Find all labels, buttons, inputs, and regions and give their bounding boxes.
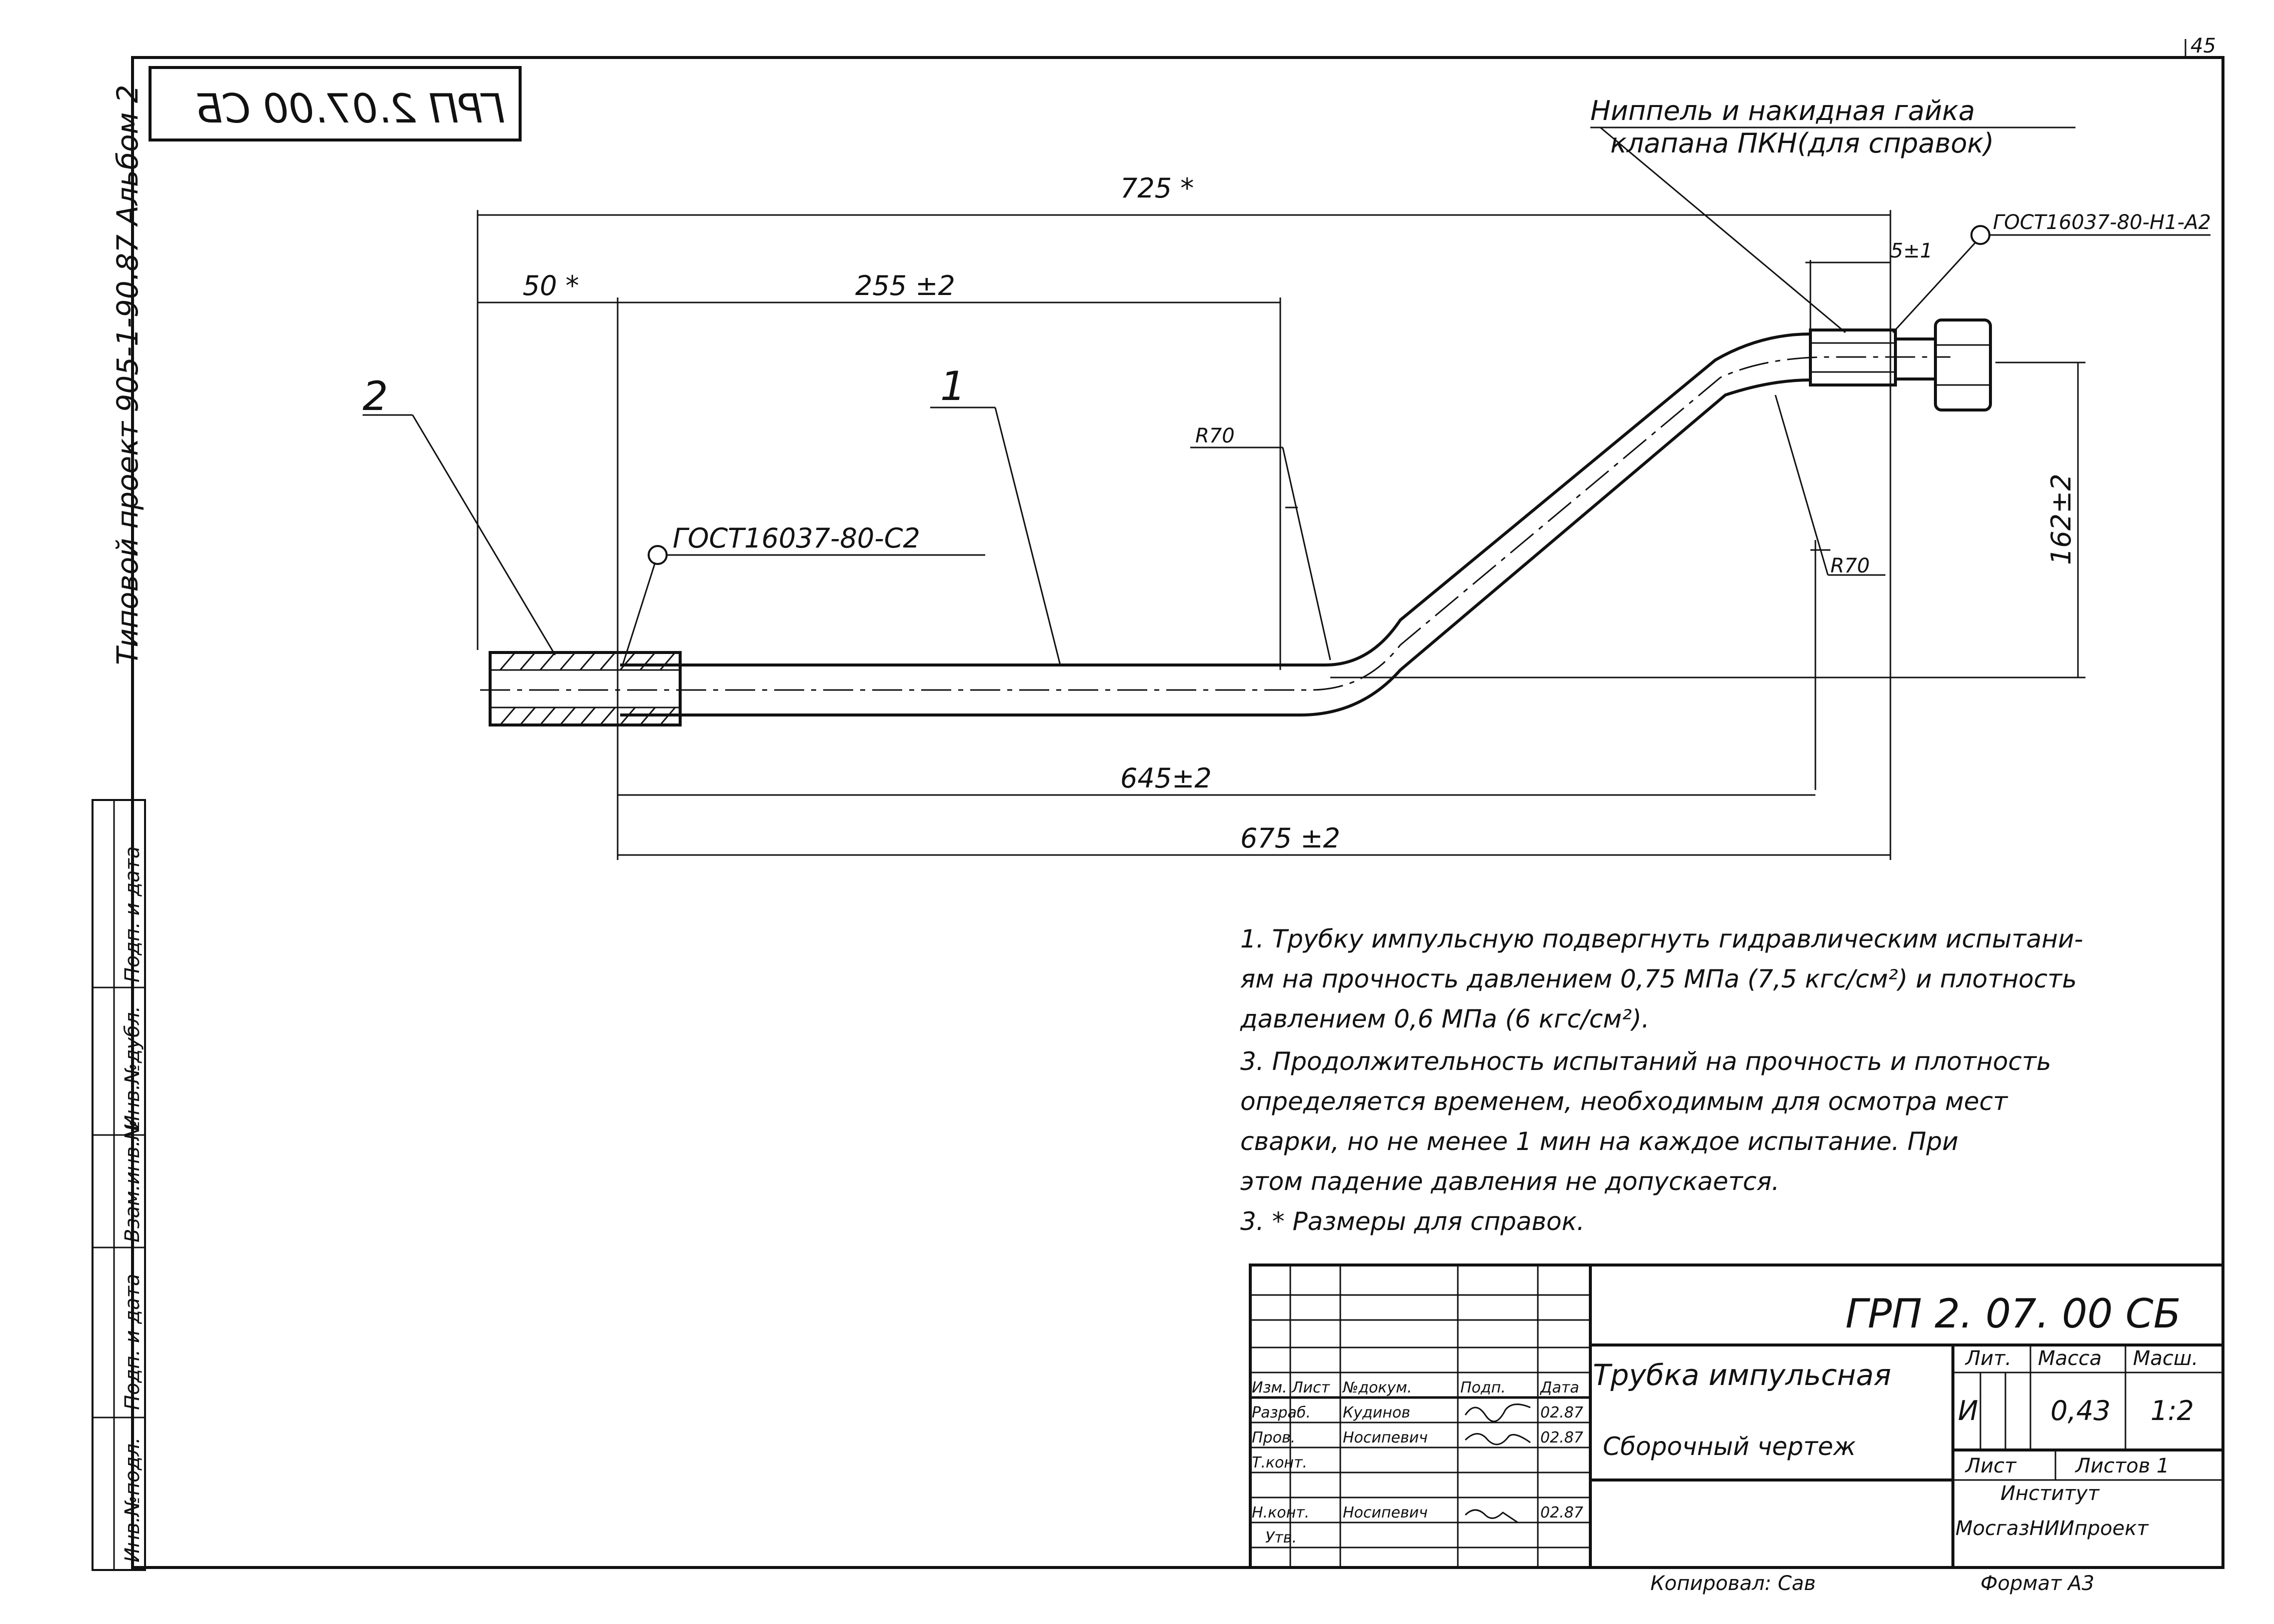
weld-right-label: ГОСТ16037-80-Н1-А2 bbox=[1993, 211, 2211, 234]
pipe-upper-edge bbox=[620, 332, 1811, 666]
role-prov: Пров. bbox=[1252, 1429, 1295, 1446]
role-nkont: Н.конт. bbox=[1252, 1504, 1309, 1522]
position-1: 1 bbox=[940, 363, 966, 410]
notes: 1. Трубку импульсную подвергнуть гидравл… bbox=[1240, 924, 2083, 1236]
dim-725: 725 * bbox=[1120, 172, 1194, 204]
format-label: Формат А3 bbox=[1980, 1572, 2094, 1595]
name-razrab: Кудинов bbox=[1343, 1404, 1410, 1422]
dim-675: 675 ±2 bbox=[1240, 822, 1340, 854]
pipe-centerline bbox=[480, 356, 1950, 691]
date-prov: 02.87 bbox=[1540, 1429, 1583, 1446]
side-col-1: Инв.№подл. bbox=[121, 1437, 144, 1562]
side-col-3: Взам.инв.№ bbox=[121, 1120, 144, 1242]
lit-value: И bbox=[1958, 1395, 1978, 1426]
dim-50: 50 * bbox=[523, 270, 579, 302]
note-line: 3. * Размеры для справок. bbox=[1240, 1207, 1585, 1236]
position-2: 2 bbox=[363, 373, 388, 420]
col-podp: Подп. bbox=[1460, 1379, 1506, 1396]
side-col-5: Подп. и дата bbox=[121, 846, 144, 982]
signature bbox=[1464, 1404, 1531, 1422]
dim-5: 5±1 bbox=[1890, 240, 1932, 262]
col-date: Дата bbox=[1539, 1379, 1579, 1396]
org-line-1: Институт bbox=[2000, 1482, 2100, 1505]
lit-label: Лит. bbox=[1964, 1347, 2011, 1370]
signature bbox=[1464, 1433, 1531, 1446]
side-project-label: Типовой проект 905-1-90.87 Альбом 2 bbox=[111, 84, 145, 665]
doc-name-1: Трубка импульсная bbox=[1593, 1358, 1891, 1392]
dim-r70-a: R70 bbox=[1195, 424, 1235, 448]
role-tkont: Т.конт. bbox=[1252, 1454, 1307, 1472]
col-izm: Изм. bbox=[1252, 1379, 1287, 1396]
nipple-callout-1: Ниппель и накидная гайка bbox=[1590, 95, 1975, 126]
page-number: 45 bbox=[2190, 34, 2216, 58]
note-line: 3. Продолжительность испытаний на прочно… bbox=[1240, 1047, 2051, 1076]
sheet-frame bbox=[131, 56, 2224, 1569]
doc-name-2: Сборочный чертеж bbox=[1603, 1432, 1856, 1461]
name-nkont: Носипевич bbox=[1343, 1504, 1428, 1522]
mass-value: 0,43 bbox=[2050, 1395, 2110, 1426]
dimensions bbox=[477, 210, 2085, 860]
signature bbox=[1464, 1509, 1518, 1524]
dim-r70-b: R70 bbox=[1830, 554, 1870, 578]
date-razrab: 02.87 bbox=[1540, 1404, 1583, 1422]
dim-162: 162±2 bbox=[2045, 474, 2077, 565]
org-line-2: МосгазНИИпроект bbox=[1955, 1517, 2149, 1540]
note-line: определяется временем, необходимым для о… bbox=[1240, 1087, 2008, 1116]
scale-value: 1:2 bbox=[2150, 1395, 2194, 1426]
doc-code: ГРП 2. 07. 00 СБ bbox=[1845, 1290, 2181, 1337]
nipple-callout-2: клапана ПКН(для справок) bbox=[1610, 128, 1994, 159]
nut-head bbox=[1934, 318, 1992, 412]
note-line: ям на прочность давлением 0,75 МПа (7,5 … bbox=[1240, 964, 2077, 994]
side-stamp: Инв.№подл. Подп. и дата Взам.инв.№ Инв.№… bbox=[92, 799, 146, 1571]
copied-by: Копировал: Сав bbox=[1650, 1572, 1816, 1595]
mirrored-code-box bbox=[149, 66, 522, 142]
mirrored-code: ГРП 2.07.00 СБ bbox=[195, 86, 505, 132]
weld-left-label: ГОСТ16037-80-С2 bbox=[673, 522, 920, 554]
pipe-lower-edge bbox=[620, 378, 1811, 716]
role-razrab: Разраб. bbox=[1252, 1404, 1311, 1422]
sheets-label: Листов 1 bbox=[2074, 1454, 2169, 1478]
scale-label: Масш. bbox=[2133, 1347, 2198, 1370]
sheet-label: Лист bbox=[1964, 1454, 2017, 1478]
nut-right bbox=[1894, 338, 1937, 380]
title-block bbox=[1249, 1264, 2224, 1569]
dim-645: 645±2 bbox=[1120, 762, 1212, 794]
pipe-drawing bbox=[480, 318, 1992, 726]
col-list: Лист bbox=[1291, 1379, 1331, 1396]
role-utv: Утв. bbox=[1265, 1529, 1297, 1546]
note-line: этом падение давления не допускается. bbox=[1240, 1167, 1779, 1196]
side-col-4: Инв.№дубл. bbox=[121, 1006, 144, 1130]
note-line: 1. Трубку импульсную подвергнуть гидравл… bbox=[1240, 924, 2083, 954]
note-line: давлением 0,6 МПа (6 кгс/см²). bbox=[1240, 1004, 1649, 1034]
mass-label: Масса bbox=[2038, 1347, 2102, 1370]
date-nkont: 02.87 bbox=[1540, 1504, 1583, 1522]
note-line: сварки, но не менее 1 мин на каждое испы… bbox=[1240, 1127, 1958, 1156]
side-col-2: Подп. и дата bbox=[121, 1274, 144, 1410]
name-prov: Носипевич bbox=[1343, 1429, 1428, 1446]
dim-255: 255 ±2 bbox=[855, 270, 955, 302]
col-doc: №докум. bbox=[1342, 1379, 1412, 1396]
